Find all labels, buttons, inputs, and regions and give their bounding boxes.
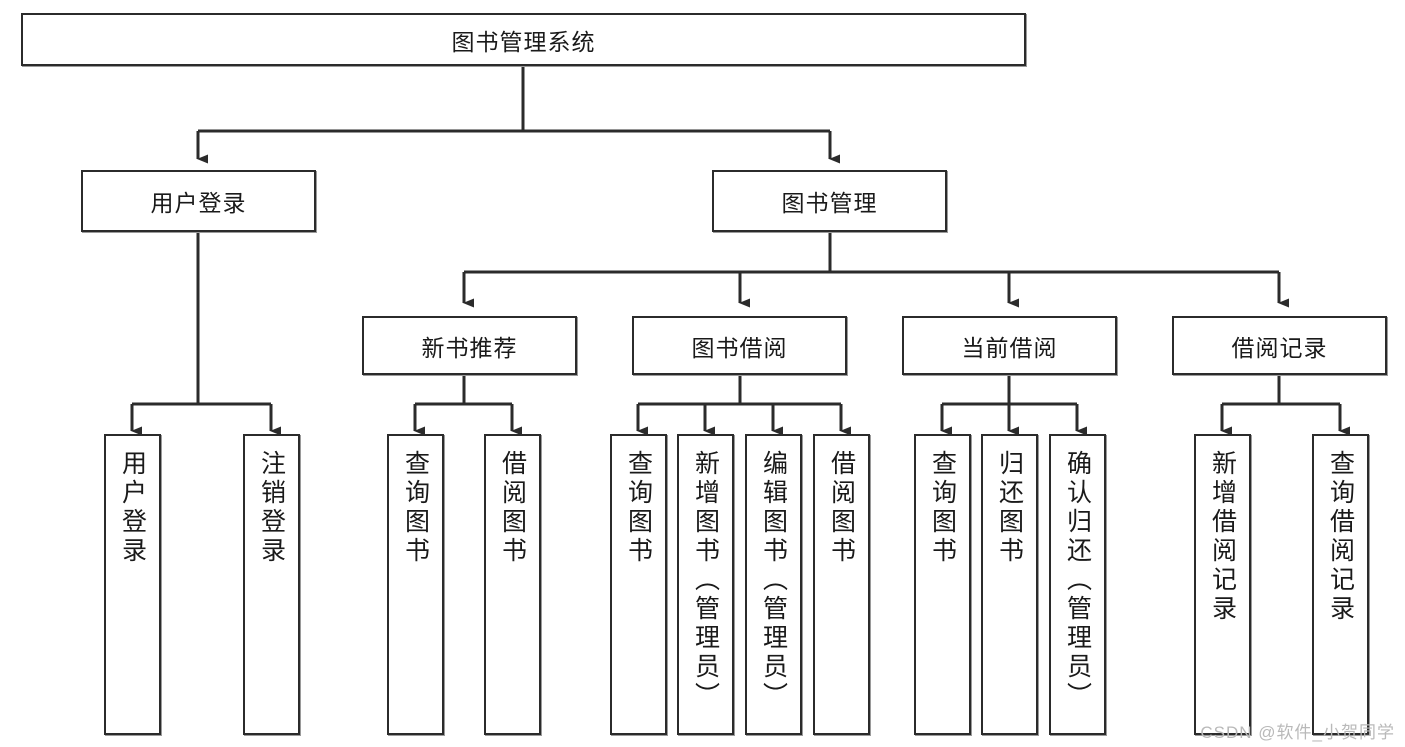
leaf-borrow-books-recommend[interactable]: 借阅图书 — [484, 434, 541, 735]
node-label: 图书借阅 — [691, 334, 788, 361]
node-label: 借阅记录 — [1231, 334, 1328, 361]
leaf-logout[interactable]: 注销登录 — [243, 434, 300, 735]
leaf-label: 编辑图书（管理员） — [759, 450, 788, 711]
node-root[interactable]: 图书管理系统 — [21, 13, 1026, 66]
node-label: 新书推荐 — [421, 334, 518, 361]
leaf-label: 查询借阅记录 — [1326, 450, 1355, 624]
leaf-confirm-return-admin[interactable]: 确认归还（管理员） — [1049, 434, 1106, 735]
leaf-label: 查询图书 — [401, 450, 430, 566]
leaf-edit-book-admin[interactable]: 编辑图书（管理员） — [745, 434, 802, 735]
leaf-label: 查询图书 — [624, 450, 653, 566]
node-label: 当前借阅 — [961, 334, 1058, 361]
node-user-login[interactable]: 用户登录 — [81, 170, 316, 232]
node-book-borrow[interactable]: 图书借阅 — [632, 316, 847, 375]
leaf-label: 注销登录 — [257, 450, 286, 566]
leaf-query-books-recommend[interactable]: 查询图书 — [387, 434, 444, 735]
leaf-query-borrow-record[interactable]: 查询借阅记录 — [1312, 434, 1369, 735]
leaf-label: 借阅图书 — [827, 450, 856, 566]
leaf-query-books[interactable]: 查询图书 — [610, 434, 667, 735]
node-label: 图书管理系统 — [451, 28, 596, 55]
leaf-label: 查询图书 — [928, 450, 957, 566]
leaf-label: 借阅图书 — [498, 450, 527, 566]
leaf-label: 新增借阅记录 — [1208, 450, 1237, 624]
leaf-label: 用户登录 — [118, 450, 147, 566]
node-borrow-record[interactable]: 借阅记录 — [1172, 316, 1387, 375]
node-book-management[interactable]: 图书管理 — [712, 170, 947, 232]
leaf-label: 新增图书（管理员） — [691, 450, 720, 711]
leaf-borrow-books[interactable]: 借阅图书 — [813, 434, 870, 735]
csdn-watermark: CSDN @软件_小贺同学 — [1200, 723, 1395, 742]
leaf-return-books[interactable]: 归还图书 — [981, 434, 1038, 735]
leaf-user-login[interactable]: 用户登录 — [104, 434, 161, 735]
leaf-label: 确认归还（管理员） — [1063, 450, 1092, 711]
leaf-add-book-admin[interactable]: 新增图书（管理员） — [677, 434, 734, 735]
node-label: 用户登录 — [150, 190, 247, 216]
node-current-borrow[interactable]: 当前借阅 — [902, 316, 1117, 375]
node-label: 图书管理 — [781, 190, 878, 216]
node-new-book-recommend[interactable]: 新书推荐 — [362, 316, 577, 375]
leaf-label: 归还图书 — [995, 450, 1024, 566]
leaf-add-borrow-record[interactable]: 新增借阅记录 — [1194, 434, 1251, 735]
leaf-query-books-current[interactable]: 查询图书 — [914, 434, 971, 735]
